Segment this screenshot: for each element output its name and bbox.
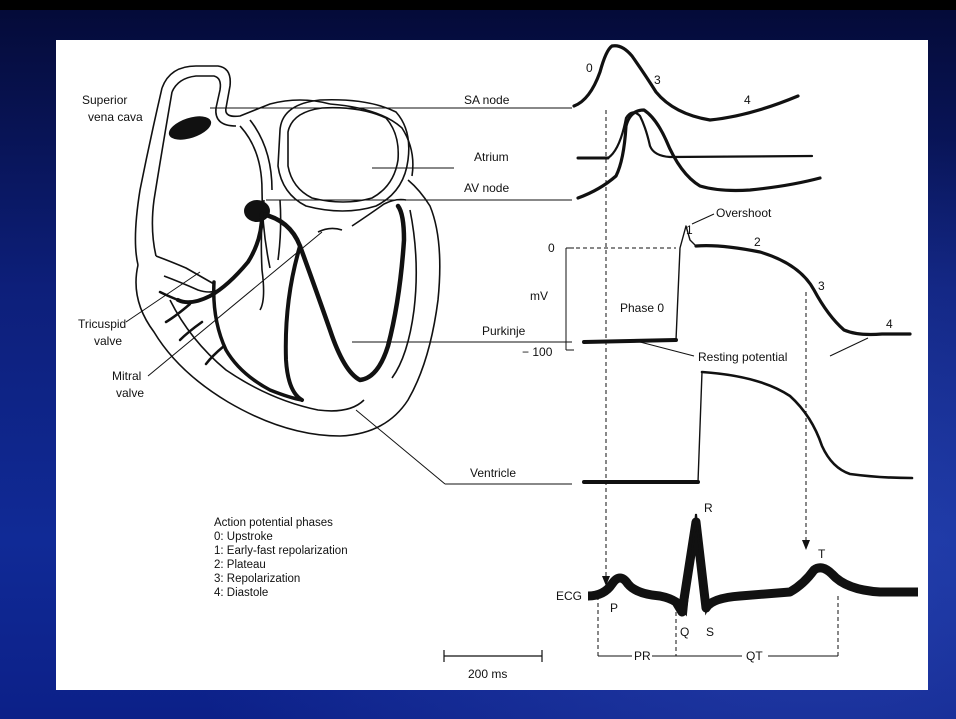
- purkinje-label: Purkinje: [482, 324, 526, 338]
- av-node-label: AV node: [464, 181, 509, 195]
- ventricle-plateau-trace: [702, 372, 912, 478]
- purkinje-resting-trace: [584, 340, 676, 342]
- legend-item: 0: Upstroke: [214, 531, 273, 543]
- sa-phase-4: 4: [744, 93, 751, 107]
- mitral-valve-label-2: valve: [116, 386, 144, 400]
- time-scale-bar: [444, 650, 542, 662]
- purkinje-mv-axis: [566, 248, 676, 350]
- axis-zero-label: 0: [548, 241, 555, 255]
- purkinje-upstroke-trace: [676, 226, 696, 340]
- ecg-s-label: S: [706, 625, 714, 639]
- purkinje-phase-4: 4: [886, 317, 893, 331]
- tricuspid-valve-label: Tricuspid: [78, 317, 126, 331]
- tricuspid-valve-label-2: valve: [94, 334, 122, 348]
- phase-legend: Action potential phases 0: Upstroke 1: E…: [214, 517, 348, 599]
- overshoot-pointer: [692, 214, 714, 224]
- ecg-q-label: Q: [680, 625, 689, 639]
- ecg-label: ECG: [556, 589, 582, 603]
- av-node-trace: [578, 110, 820, 198]
- phase0-label: Phase 0: [620, 301, 664, 315]
- sa-node-trace: [574, 46, 798, 120]
- time-scale-label: 200 ms: [468, 667, 507, 681]
- cardiac-action-potential-diagram: Superior vena cava Tricuspid valve Mitra…: [56, 40, 928, 690]
- legend-item: 4: Diastole: [214, 587, 268, 599]
- purkinje-phase-1: 1: [686, 223, 693, 237]
- legend-title: Action potential phases: [214, 517, 333, 529]
- ecg-t-label: T: [818, 547, 826, 561]
- purkinje-phase-2: 2: [754, 235, 761, 249]
- legend-item: 1: Early-fast repolarization: [214, 545, 348, 557]
- ecg-trace: [588, 522, 918, 612]
- overshoot-label: Overshoot: [716, 206, 772, 220]
- superior-vena-cava-label-2: vena cava: [88, 110, 143, 124]
- top-bar: [0, 0, 956, 10]
- qt-interval-label: QT: [746, 649, 763, 663]
- sa-phase-0: 0: [586, 61, 593, 75]
- superior-vena-cava-label: Superior: [82, 93, 127, 107]
- resting-potential-label: Resting potential: [698, 350, 787, 364]
- sa-node-shape: [166, 112, 214, 145]
- ventricle-label: Ventricle: [470, 466, 516, 480]
- atrium-label: Atrium: [474, 150, 509, 164]
- ventricle-upstroke-trace: [698, 372, 702, 482]
- av-node-shape: [244, 200, 270, 222]
- timing-guides: [598, 110, 838, 656]
- purkinje-phase-3: 3: [818, 279, 825, 293]
- ecg-p-label: P: [610, 601, 618, 615]
- legend-item: 2: Plateau: [214, 559, 266, 571]
- t-arrow-head: [802, 540, 810, 550]
- axis-minus100-label: − 100: [522, 345, 553, 359]
- pr-interval-label: PR: [634, 649, 651, 663]
- legend-item: 3: Repolarization: [214, 573, 300, 585]
- purkinje-plateau-trace: [696, 246, 910, 335]
- sa-node-label: SA node: [464, 93, 510, 107]
- axis-mv-label: mV: [530, 289, 548, 303]
- sa-phase-3: 3: [654, 73, 661, 87]
- mitral-valve-label: Mitral: [112, 369, 141, 383]
- diagram-panel: Superior vena cava Tricuspid valve Mitra…: [56, 40, 928, 690]
- conduction-system: [160, 206, 404, 400]
- leader-lines: [126, 108, 572, 484]
- ecg-r-label: R: [704, 501, 713, 515]
